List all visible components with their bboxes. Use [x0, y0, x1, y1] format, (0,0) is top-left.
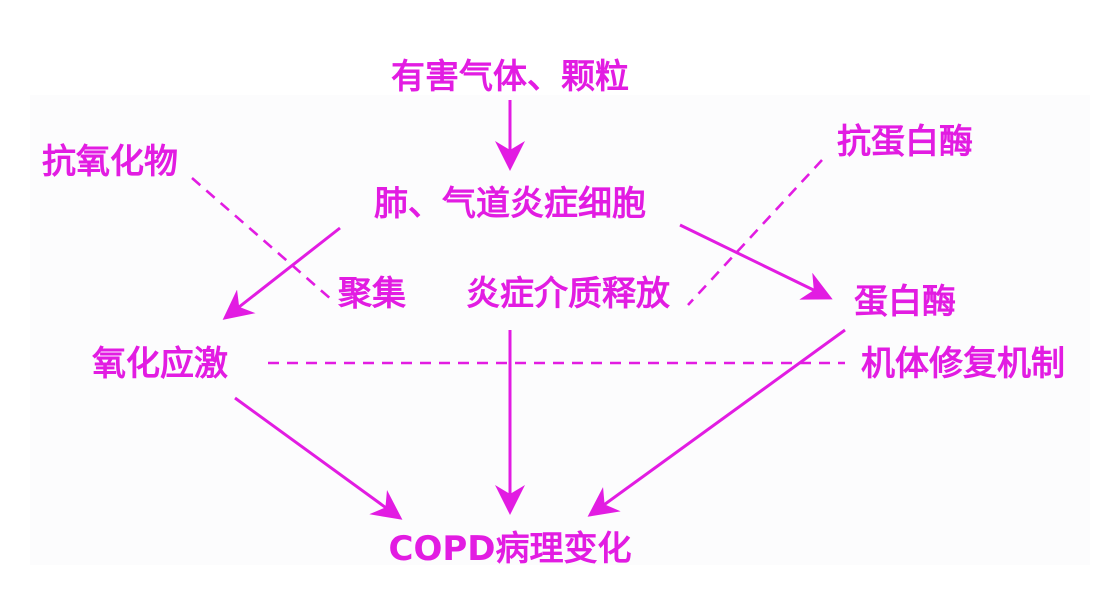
arrow-cells-to-oxidative-stress: [222, 226, 341, 320]
arrow-protease-to-copd: [587, 328, 846, 517]
node-copd-changes: COPD病理变化: [389, 529, 632, 569]
node-harmful-gas: 有害气体、颗粒: [391, 57, 629, 97]
arrow-cells-to-protease: [679, 223, 833, 300]
dashed-antiprotease-to-mediator: [687, 159, 823, 306]
node-inflammatory-cells: 肺、气道炎症细胞: [374, 184, 646, 224]
node-mediator-release: 炎症介质释放: [466, 274, 670, 314]
dashed-antioxidant-to-aggregation: [191, 177, 333, 301]
arrow-oxidative-stress-to-copd: [234, 396, 403, 520]
node-antioxidant: 抗氧化物: [42, 142, 178, 182]
node-oxidative-stress: 氧化应激: [92, 344, 228, 384]
diagram-background: [30, 95, 1090, 565]
node-aggregation: 聚集: [337, 274, 406, 314]
node-antiprotease: 抗蛋白酶: [837, 122, 973, 162]
node-repair-mechanism: 机体修复机制: [861, 344, 1065, 384]
node-protease: 蛋白酶: [854, 282, 956, 322]
